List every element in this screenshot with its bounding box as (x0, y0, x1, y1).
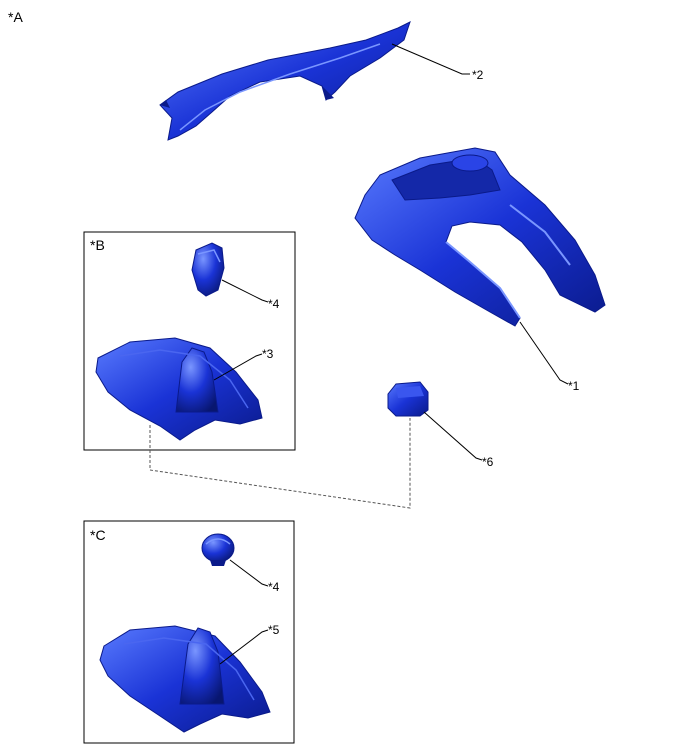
dashed-connector (149, 418, 411, 509)
callout-3: *3 (262, 347, 274, 361)
callout-4-c: *4 (268, 580, 280, 594)
part-3-shift-boot-bezel (95, 337, 263, 441)
inset-c-label: *C (90, 527, 106, 543)
leader-3 (213, 353, 263, 381)
leader-1 (519, 321, 569, 385)
part-5-shift-boot-bezel (99, 625, 271, 733)
leader-6 (423, 411, 483, 461)
callout-5: *5 (268, 623, 280, 637)
leader-5 (219, 629, 269, 665)
inset-b-frame (83, 231, 296, 451)
part-4-shift-knob-b (191, 242, 225, 297)
inset-c-frame (83, 520, 295, 744)
part-2-upper-trim (159, 21, 411, 141)
leader-2 (391, 43, 470, 75)
callout-4-b: *4 (268, 297, 280, 311)
view-label: *A (8, 9, 23, 25)
inset-b-label: *B (90, 237, 105, 253)
callout-2: *2 (472, 68, 484, 82)
part-6-switch (387, 381, 429, 417)
leader-4-c (229, 559, 269, 587)
part-1-console-panel (354, 147, 606, 327)
callout-1: *1 (568, 379, 580, 393)
part-4-round-knob-c (201, 533, 235, 566)
callout-6: *6 (482, 455, 494, 469)
leader-4-b (221, 279, 269, 303)
